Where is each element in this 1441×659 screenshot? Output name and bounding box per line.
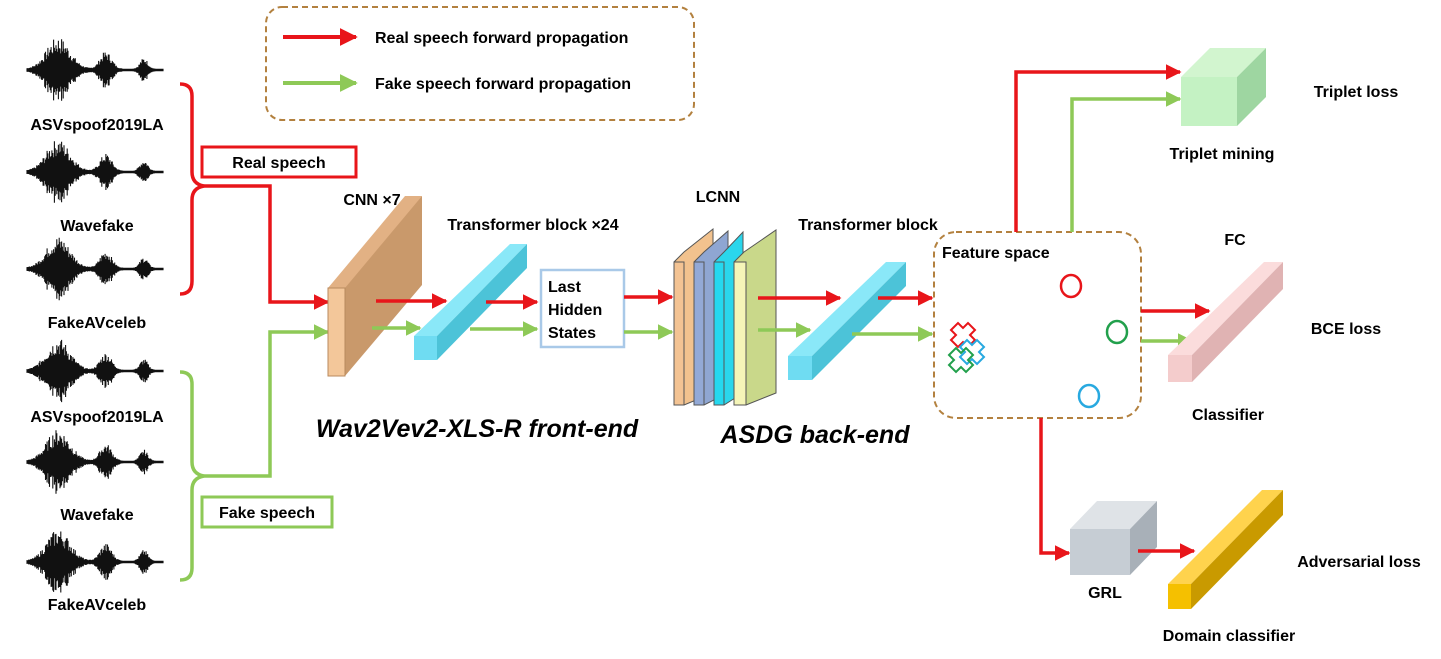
fake-speech-flow-arrow [204,324,330,478]
fake-cluster-crosses [947,321,986,374]
cnn-block [327,196,422,377]
waveform-glyph-6 [26,531,164,593]
lcnn-label: LCNN [696,189,740,206]
real-speech-box [200,145,358,179]
dataset-label-fake-wavefake: Wavefake [60,507,133,524]
feature-space-box [933,231,1142,419]
last-hidden-line3: States [548,325,596,342]
last-hidden-line2: Hidden [548,302,602,319]
frontend-transformer-label: Transformer block ×24 [447,217,618,234]
waveforms [26,39,164,593]
triplet-mining-label: Triplet mining [1170,146,1275,163]
fc-label: FC [1224,232,1246,249]
fc-block [1168,262,1283,382]
real-cluster-blue-circle [1077,383,1101,409]
frontend-title: Wav2Vev2-XLS-R front-end [316,415,639,443]
cnn-label: CNN ×7 [343,192,400,209]
triplet-real-arrow [1014,64,1182,232]
backend-title: ASDG back-end [720,421,911,449]
domain-classifier-label: Domain classifier [1163,628,1296,645]
triplet-mining-block [1181,48,1266,126]
backend-transformer-block [788,262,906,380]
dataset-label-real-asvspoof: ASVspoof2019LA [30,117,164,134]
waveform-glyph-1 [26,39,164,101]
legend: Real speech forward propagation Fake spe… [265,6,695,121]
grl-real-arrow [1039,418,1071,561]
last-hidden-states-box [539,268,626,349]
waveform-glyph-3 [26,237,164,301]
feature-space-label: Feature space [942,245,1050,262]
real-speech-bracket [179,82,205,296]
classifier-label: Classifier [1192,407,1264,424]
triplet-fake-arrow [1070,91,1182,232]
backend-transformer-label: Transformer block [798,217,938,234]
real-cluster-green-circle [1105,319,1129,345]
last-hidden-line1: Last [548,279,582,296]
real-cluster-red-circle [1059,273,1083,299]
dataset-label-fake-fakeavceleb: FakeAVceleb [48,597,147,614]
waveform-glyph-4 [26,339,164,403]
lcnn-block [673,227,777,406]
real-speech-label: Real speech [232,155,325,172]
frontend-transformer-block [414,244,527,360]
waveform-glyph-2 [26,141,164,203]
bce-loss-label: BCE loss [1311,321,1381,338]
grl-block [1070,501,1157,575]
waveform-glyph-5 [26,430,164,494]
dataset-label-real-wavefake: Wavefake [60,218,133,235]
fake-speech-label: Fake speech [219,505,315,522]
adversarial-loss-label: Adversarial loss [1297,554,1421,571]
legend-real-label: Real speech forward propagation [375,30,628,47]
domain-classifier-block [1168,490,1283,609]
fake-speech-bracket [179,370,205,582]
dataset-label-real-fakeavceleb: FakeAVceleb [48,315,147,332]
dataset-label-fake-asvspoof: ASVspoof2019LA [30,409,164,426]
grl-label: GRL [1088,585,1122,602]
real-speech-flow-arrow [204,184,330,310]
legend-fake-label: Fake speech forward propagation [375,76,631,93]
triplet-loss-label: Triplet loss [1314,84,1399,101]
legend-box [265,6,695,121]
fake-speech-box [200,495,334,529]
